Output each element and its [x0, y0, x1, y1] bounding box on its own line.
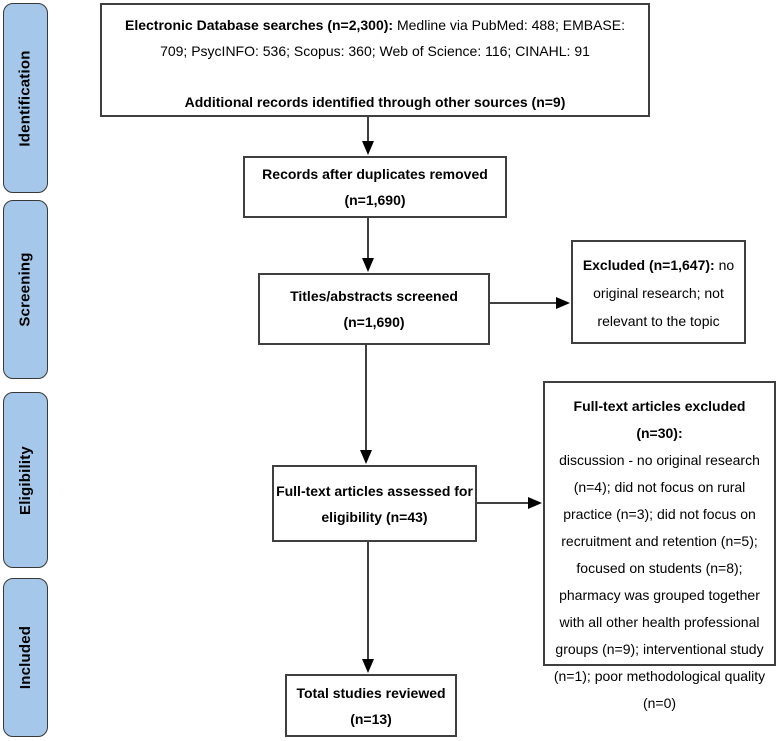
excluded-fulltext-detail: discussion - no original research (n=4);…	[553, 452, 766, 711]
stage-eligibility-label: Eligibility	[17, 445, 34, 515]
box-duplicates-removed: Records after duplicates removed (n=1,69…	[243, 156, 507, 218]
fulltext-assessed-line1: Full-text articles assessed for	[276, 482, 473, 499]
total-reviewed-line1: Total studies reviewed	[296, 684, 446, 701]
box-excluded-screening: Excluded (n=1,647): no original research…	[571, 240, 746, 344]
stage-identification-label: Identification	[17, 49, 35, 147]
box-total-reviewed: Total studies reviewed (n=13)	[285, 674, 457, 737]
stage-included-label: Included	[17, 625, 34, 690]
additional-records-text: Additional records identified through ot…	[184, 94, 566, 110]
stage-included: Included	[3, 578, 48, 737]
stage-screening-label: Screening	[17, 252, 35, 327]
box-fulltext-assessed: Full-text articles assessed for eligibil…	[272, 465, 477, 542]
excluded-screening-detail: no original research; not relevant to th…	[593, 257, 735, 329]
stage-screening: Screening	[3, 200, 48, 379]
stage-eligibility: Eligibility	[3, 392, 48, 568]
fulltext-assessed-line2: eligibility (n=43)	[321, 508, 428, 525]
database-searches-text: Electronic Database searches (n=2,300): …	[125, 17, 625, 59]
total-reviewed-count: (n=13)	[350, 710, 392, 727]
box-excluded-fulltext: Full-text articles excluded (n=30): disc…	[543, 381, 776, 711]
duplicates-removed-line1: Records after duplicates removed	[262, 166, 488, 182]
titles-screened-count: (n=1,690)	[343, 314, 405, 330]
excluded-screening-heading: Excluded (n=1,647):	[582, 257, 715, 273]
excluded-fulltext-heading: Full-text articles excluded (n=30):	[573, 398, 746, 441]
box-titles-screened: Titles/abstracts screened (n=1,690)	[258, 273, 490, 345]
duplicates-removed-count: (n=1,690)	[344, 192, 406, 208]
titles-screened-line1: Titles/abstracts screened	[290, 288, 458, 304]
stage-identification: Identification	[3, 3, 48, 193]
box-database-searches: Electronic Database searches (n=2,300): …	[100, 3, 650, 117]
